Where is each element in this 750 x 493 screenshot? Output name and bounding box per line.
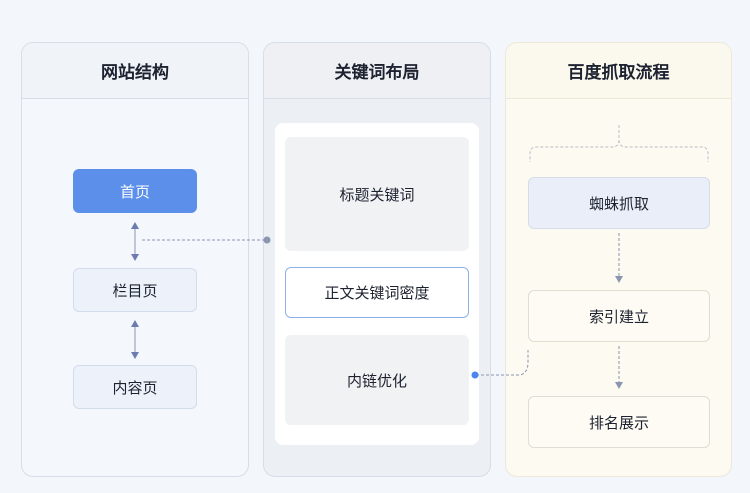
panel-title: 关键词布局: [264, 43, 490, 99]
crawl-bracket: [529, 125, 709, 162]
arrowhead-icon: [615, 382, 623, 389]
panel-title: 百度抓取流程: [506, 43, 731, 99]
node-content[interactable]: 内容页: [73, 365, 197, 409]
node-home[interactable]: 首页: [73, 169, 197, 213]
connector-dot: [263, 236, 271, 244]
node-indexing[interactable]: 索引建立: [528, 290, 710, 342]
arrowhead-icon: [131, 352, 139, 359]
dotted-link-internal-index: [476, 350, 529, 376]
arrowhead-icon: [615, 276, 623, 283]
arrowhead-icon: [131, 222, 139, 229]
connector-dot: [471, 371, 479, 379]
node-category[interactable]: 栏目页: [73, 268, 197, 312]
panel-title: 网站结构: [22, 43, 248, 99]
arrowhead-icon: [131, 254, 139, 261]
node-spider-crawl[interactable]: 蜘蛛抓取: [528, 177, 710, 229]
node-title-keyword[interactable]: 标题关键词: [285, 137, 469, 251]
arrowhead-icon: [131, 320, 139, 327]
node-internal-links[interactable]: 内链优化: [285, 335, 469, 425]
node-keyword-density[interactable]: 正文关键词密度: [285, 267, 469, 318]
node-ranking[interactable]: 排名展示: [528, 396, 710, 448]
